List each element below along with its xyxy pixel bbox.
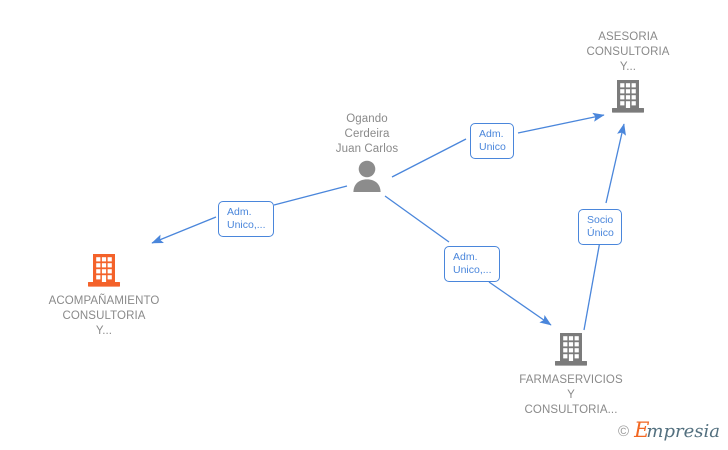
edge-ogando-acompanamiento	[151, 185, 348, 244]
edge-label-adm-unico-asesoria[interactable]: Adm. Unico	[470, 123, 514, 159]
copyright-icon: ©	[618, 422, 630, 440]
node-person-ogando[interactable]: Ogando Cerdeira Juan Carlos	[282, 112, 452, 192]
edge-label-socio-unico[interactable]: Socio Único	[578, 209, 622, 245]
empresia-watermark: © Empresia	[618, 420, 720, 442]
node-company-acompanamiento[interactable]: ACOMPAÑAMIENTO CONSULTORIA Y...	[19, 252, 189, 339]
brand-logo: Empresia	[634, 420, 720, 442]
building-icon	[555, 333, 587, 366]
person-icon	[353, 160, 381, 192]
edge-ogando-farmaservicios	[384, 195, 552, 326]
brand-initial: E	[634, 418, 650, 442]
building-icon	[88, 254, 120, 287]
building-icon	[612, 80, 644, 113]
node-company-asesoria[interactable]: ASESORIA CONSULTORIA Y...	[543, 30, 713, 116]
edge-label-adm-unico-acompanamiento[interactable]: Adm. Unico,...	[218, 201, 274, 237]
node-company-farmaservicios[interactable]: FARMASERVICIOS Y CONSULTORIA...	[486, 331, 656, 418]
edge-label-adm-unico-farmaservicios[interactable]: Adm. Unico,...	[444, 246, 500, 282]
node-label-ogando: Ogando Cerdeira Juan Carlos	[335, 113, 399, 155]
brand-rest: mpresia	[646, 421, 720, 442]
node-label-asesoria: ASESORIA CONSULTORIA Y...	[586, 31, 670, 73]
node-label-farmaservicios: FARMASERVICIOS Y CONSULTORIA...	[519, 374, 623, 416]
edge-ogando-asesoria	[391, 112, 605, 178]
edge-farmaservicios-asesoria	[583, 123, 626, 331]
node-label-acompanamiento: ACOMPAÑAMIENTO CONSULTORIA Y...	[48, 295, 160, 337]
